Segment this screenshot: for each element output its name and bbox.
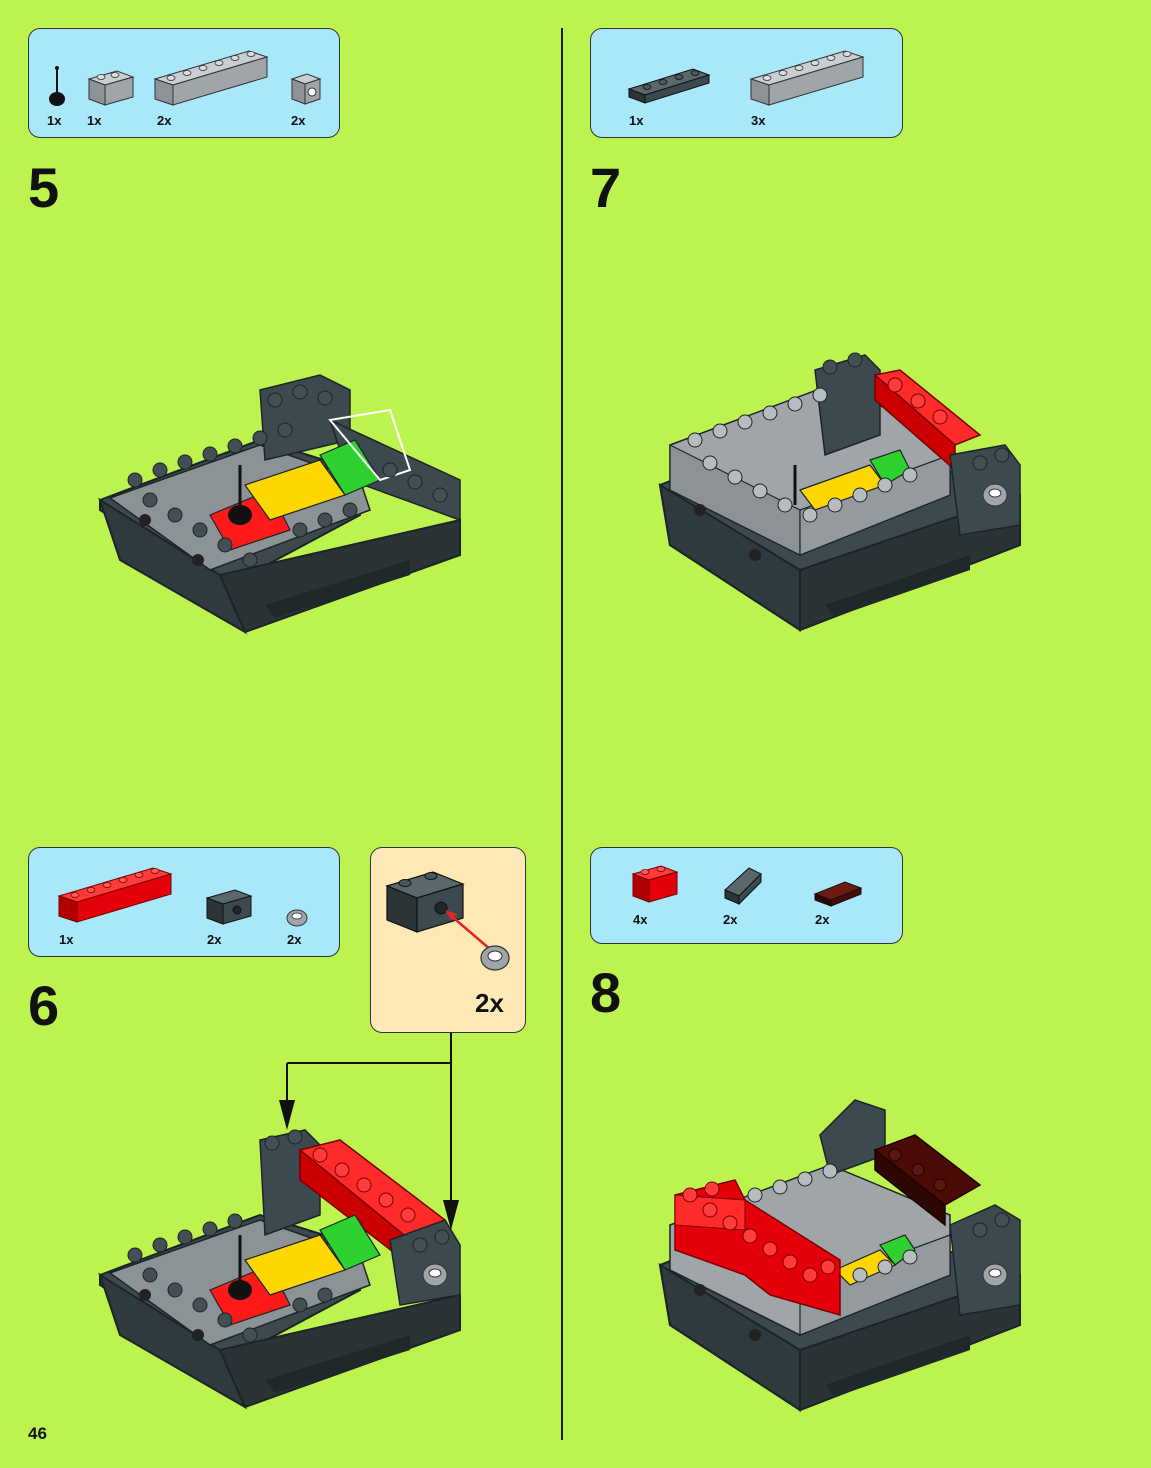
brick-1x6-icon bbox=[57, 856, 175, 926]
technic-brick-1x2-icon bbox=[205, 886, 255, 928]
model-render-step-7 bbox=[650, 345, 1030, 635]
part-qty: 1x bbox=[629, 113, 643, 128]
brick-1x6-icon bbox=[749, 39, 867, 109]
callout-qty: 2x bbox=[475, 988, 504, 1019]
plate-1x4-icon bbox=[627, 63, 713, 107]
page-number: 46 bbox=[28, 1424, 47, 1444]
parts-list-step-8: 4x 2x 2x bbox=[590, 847, 903, 944]
part-qty: 1x bbox=[47, 113, 61, 128]
part-qty: 2x bbox=[157, 113, 171, 128]
step-number: 6 bbox=[28, 978, 59, 1034]
sub-assembly-callout: 2x bbox=[370, 847, 526, 1033]
part-qty: 3x bbox=[751, 113, 765, 128]
parts-list-step-5: 1x 1x 2x 2x bbox=[28, 28, 340, 138]
brick-1x2-icon bbox=[631, 862, 681, 906]
part-qty: 2x bbox=[207, 932, 221, 947]
slope-brick-icon bbox=[721, 864, 767, 906]
step-number: 8 bbox=[590, 965, 621, 1021]
part-qty: 2x bbox=[291, 113, 305, 128]
part-qty: 2x bbox=[287, 932, 301, 947]
tile-1x2-icon bbox=[813, 878, 863, 908]
brick-1x2-icon bbox=[87, 67, 135, 107]
step-number: 5 bbox=[28, 160, 59, 216]
antenna-lever-icon bbox=[45, 65, 69, 109]
model-render-step-6 bbox=[90, 1125, 470, 1415]
stud-shooter-icon bbox=[285, 906, 309, 928]
technic-brick-assembly-icon bbox=[383, 862, 519, 972]
model-render-step-5 bbox=[90, 370, 470, 640]
brick-1x6-icon bbox=[153, 39, 271, 109]
parts-list-step-6: 1x 2x 2x bbox=[28, 847, 340, 957]
part-qty: 1x bbox=[87, 113, 101, 128]
part-qty: 1x bbox=[59, 932, 73, 947]
part-qty: 4x bbox=[633, 912, 647, 927]
column-divider bbox=[561, 28, 563, 1440]
part-qty: 2x bbox=[723, 912, 737, 927]
model-render-step-8 bbox=[650, 1095, 1030, 1415]
part-qty: 2x bbox=[815, 912, 829, 927]
brick-1x1-round-icon bbox=[289, 71, 323, 107]
step-number: 7 bbox=[590, 160, 621, 216]
parts-list-step-7: 1x 3x bbox=[590, 28, 903, 138]
